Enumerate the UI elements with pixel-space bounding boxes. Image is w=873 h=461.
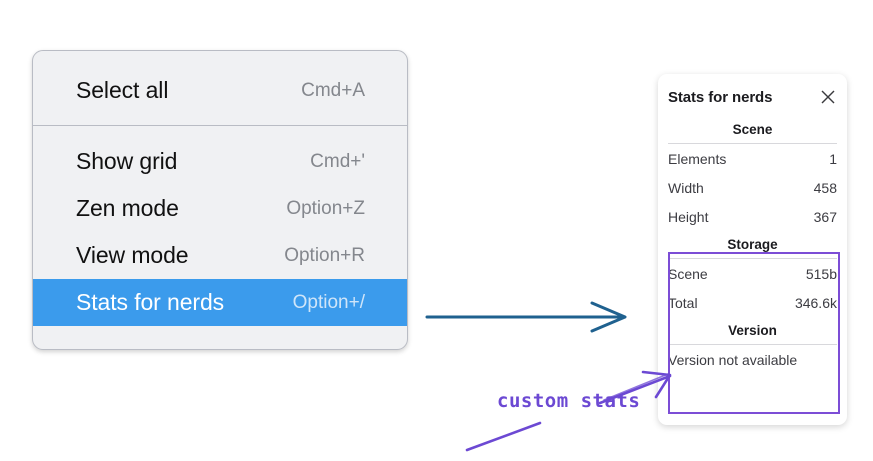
menu-group-2: Show grid Cmd+' Zen mode Option+Z View m… (33, 126, 407, 348)
blue-arrow-icon (425, 301, 627, 333)
stat-row-height-key: Height (668, 208, 709, 225)
menu-group-2-bottom-padding (33, 326, 407, 348)
menu-item-view-mode-label: View mode (76, 242, 189, 268)
context-menu[interactable]: Select all Cmd+A Show grid Cmd+' Zen mod… (32, 50, 408, 350)
stats-section-version: Version Version not available (668, 317, 837, 374)
stat-row-storage-scene-value: 515b (805, 265, 837, 282)
menu-item-zen-mode-shortcut: Option+Z (286, 197, 365, 219)
menu-item-select-all-label: Select all (76, 77, 169, 103)
menu-group-1: Select all Cmd+A (33, 51, 407, 125)
stat-row-storage-total-value: 346.6k (794, 294, 837, 311)
menu-item-select-all[interactable]: Select all Cmd+A (33, 67, 407, 114)
menu-item-select-all-shortcut: Cmd+A (301, 79, 365, 101)
stats-section-storage-heading: Storage (727, 237, 778, 252)
stat-row-storage-scene: Scene 515b (668, 259, 837, 288)
stat-row-storage-total-key: Total (668, 294, 698, 311)
menu-item-view-mode-shortcut: Option+R (284, 244, 365, 266)
menu-item-stats-for-nerds[interactable]: Stats for nerds Option+/ (33, 279, 407, 326)
stats-section-scene-divider (668, 143, 837, 144)
menu-item-view-mode[interactable]: View mode Option+R (33, 232, 407, 279)
menu-group-2-top-padding (33, 126, 407, 138)
menu-item-show-grid-shortcut: Cmd+' (310, 150, 365, 172)
stat-row-elements-key: Elements (668, 150, 727, 167)
stats-version-text: Version not available (668, 351, 798, 368)
stats-section-version-heading: Version (728, 323, 777, 338)
stat-row-height: Height 367 (668, 202, 837, 231)
menu-item-zen-mode-label: Zen mode (76, 195, 179, 221)
menu-separator (33, 125, 407, 126)
annotation-label-custom-stats: custom stats (497, 390, 641, 412)
menu-group-1-bottom-padding (33, 114, 407, 125)
stat-row-storage-scene-key: Scene (668, 265, 708, 282)
menu-group-1-top-padding (33, 51, 407, 67)
purple-underline-stroke (465, 421, 542, 452)
stats-section-version-divider (668, 344, 837, 345)
stat-row-elements-value: 1 (829, 150, 837, 167)
stat-row-width-key: Width (668, 179, 704, 196)
stats-section-scene: Scene Elements 1 Width 458 Height 367 (668, 116, 837, 231)
menu-item-zen-mode[interactable]: Zen mode Option+Z (33, 185, 407, 232)
stat-row-storage-total: Total 346.6k (668, 288, 837, 317)
stats-section-scene-heading: Scene (732, 122, 773, 137)
close-icon[interactable] (819, 88, 837, 106)
stats-panel-title: Stats for nerds (668, 88, 773, 106)
stats-section-storage-divider (668, 258, 837, 259)
menu-item-stats-for-nerds-label: Stats for nerds (76, 289, 225, 315)
stats-for-nerds-panel: Stats for nerds Scene Elements 1 Width 4… (658, 74, 847, 425)
stats-section-storage: Storage Scene 515b Total 346.6k (668, 231, 837, 317)
menu-item-show-grid-label: Show grid (76, 148, 178, 174)
stat-row-width-value: 458 (813, 179, 837, 196)
stat-row-elements: Elements 1 (668, 144, 837, 173)
stats-panel-header: Stats for nerds (668, 74, 837, 116)
menu-item-stats-for-nerds-shortcut: Option+/ (292, 291, 365, 313)
stat-row-width: Width 458 (668, 173, 837, 202)
stat-row-height-value: 367 (813, 208, 837, 225)
menu-item-show-grid[interactable]: Show grid Cmd+' (33, 138, 407, 185)
